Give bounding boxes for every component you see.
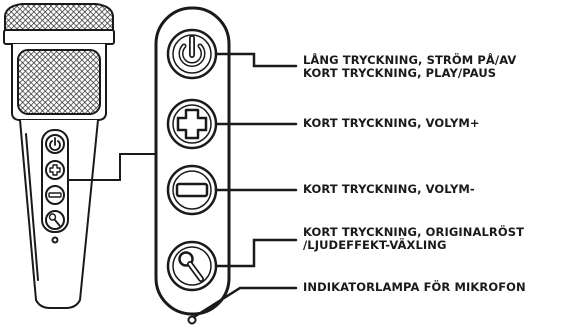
leader-line-indicator (192, 286, 298, 319)
leader-line-power (214, 52, 298, 68)
label-indicator-text: INDIKATORLAMPA FÖR MIKROFON (303, 280, 526, 294)
label-power-line1: LÅNG TRYCKNING, STRÖM PÅ/AV (303, 53, 517, 67)
label-power: LÅNG TRYCKNING, STRÖM PÅ/AV KORT TRYCKNI… (303, 54, 516, 80)
label-volume-down-text: KORT TRYCKNING, VOLYM- (303, 182, 475, 196)
leader-lines (192, 52, 298, 319)
label-power-line2: KORT TRYCKNING, PLAY/PAUS (303, 66, 497, 80)
control-panel-enlarged (154, 6, 231, 325)
power-button[interactable] (166, 28, 218, 80)
label-voice-mode: KORT TRYCKNING, ORIGINALRÖST /LJUDEFFEKT… (303, 226, 524, 252)
handle-voice-mode-button[interactable] (45, 210, 65, 230)
plus-icon (176, 108, 208, 140)
leader-line-voice-mode (214, 238, 298, 268)
volume-up-button[interactable] (166, 98, 218, 150)
indicator-light (187, 315, 197, 325)
label-volume-down: KORT TRYCKNING, VOLYM- (303, 183, 475, 196)
control-panel-frame (154, 6, 231, 316)
label-volume-up: KORT TRYCKNING, VOLYM+ (303, 117, 480, 130)
microphone-icon (178, 251, 204, 282)
callout-connector (67, 153, 156, 181)
handle-indicator-light (51, 236, 59, 244)
microphone-illustration (3, 3, 115, 309)
label-indicator: INDIKATORLAMPA FÖR MIKROFON (303, 281, 526, 294)
label-voice-mode-line1: KORT TRYCKNING, ORIGINALRÖST (303, 225, 525, 239)
minus-icon (175, 182, 209, 198)
handle-volume-down-button[interactable] (45, 185, 65, 205)
indicator-light-icon (187, 315, 197, 325)
handle-power-button[interactable] (45, 134, 65, 154)
volume-down-button[interactable] (166, 164, 218, 216)
power-icon (178, 35, 206, 67)
microphone-grille (17, 49, 101, 115)
voice-mode-button[interactable] (166, 240, 218, 292)
label-volume-up-text: KORT TRYCKNING, VOLYM+ (303, 116, 480, 130)
microphone-head (3, 3, 115, 121)
handle-volume-up-button[interactable] (45, 160, 65, 180)
label-voice-mode-line2: /LJUDEFFEKT-VÄXLING (303, 238, 447, 252)
